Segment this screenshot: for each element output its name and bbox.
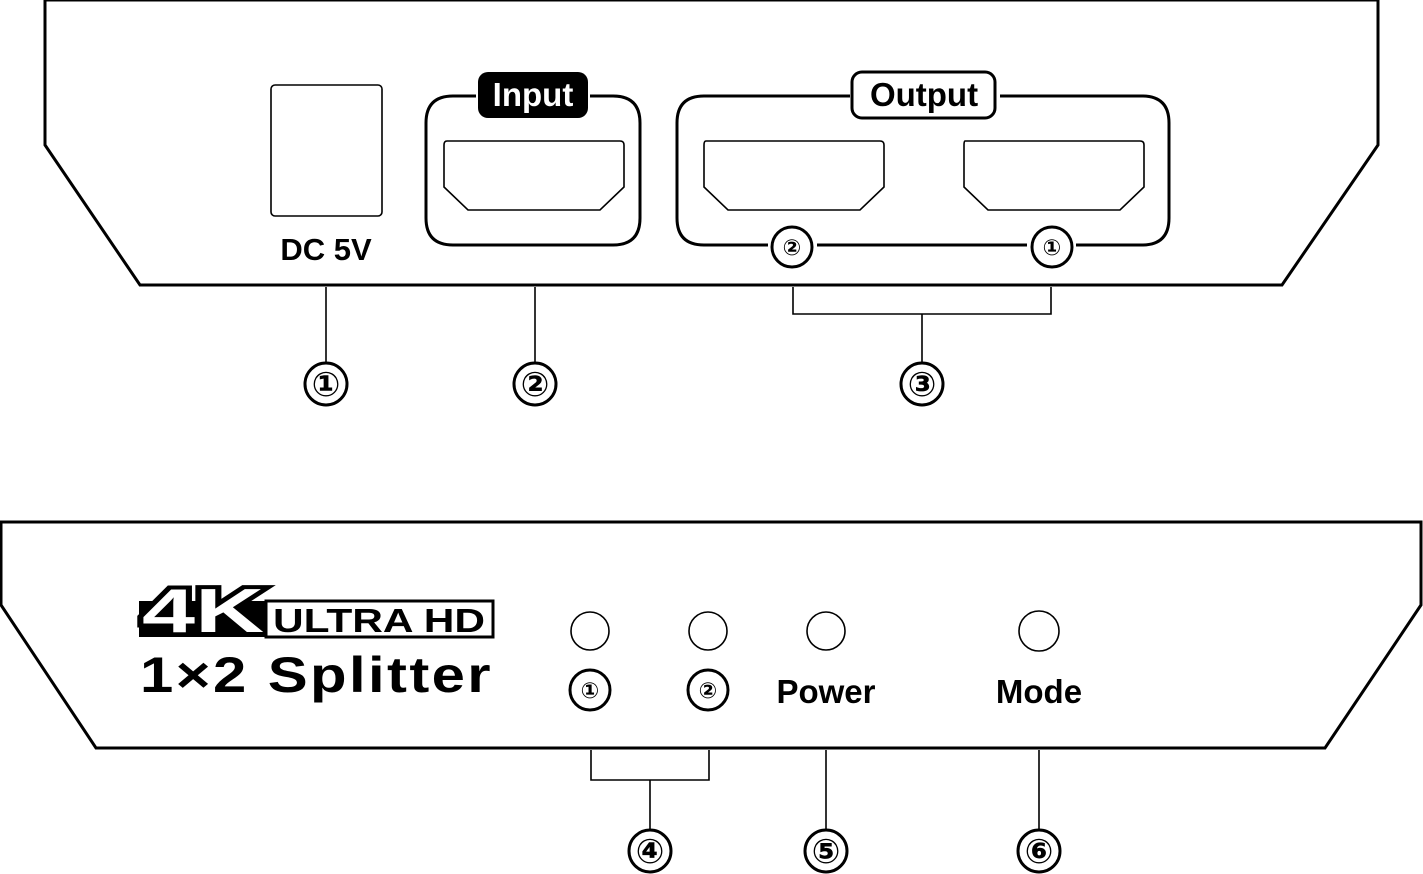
dc-power-jack: [270, 84, 383, 217]
mode-label: Mode: [996, 673, 1082, 710]
output-hdmi-port-2: [703, 140, 885, 211]
input-group-frame: [424, 94, 642, 247]
rear-callouts: ① ② ③: [303, 361, 945, 407]
callout-4: ④: [636, 833, 665, 871]
input-tag-background: [478, 72, 588, 118]
front-leaders: [590, 750, 1040, 830]
callout-1: ①: [312, 366, 341, 404]
callout-1-circle: [303, 361, 349, 407]
led-2-label: ②: [699, 678, 718, 703]
dc-power-label: DC 5V: [280, 232, 372, 267]
callout-2-circle: [512, 361, 558, 407]
logo-ultra-hd: ULTRA HD: [273, 602, 485, 639]
callout-3-circle: [899, 361, 945, 407]
output-port-2-number: ②: [783, 235, 802, 260]
led-1-label: ①: [581, 678, 600, 703]
4k-ultra-hd-logo: 4K ULTRA HD: [138, 573, 495, 650]
logo-4k: 4K: [142, 577, 264, 646]
callout-4-circle: [627, 828, 673, 874]
output-hdmi-port-1: [963, 140, 1145, 211]
led-1-label-badge: [568, 668, 612, 712]
mode-button: [1018, 610, 1060, 652]
callout-5: ⑤: [812, 833, 841, 871]
output-port-1-number: ①: [1043, 235, 1062, 260]
led-2-label-badge: [686, 668, 730, 712]
led-power: [806, 611, 846, 651]
front-panel: 4K ULTRA HD 1×2 Splitter ① ② Power Mode: [0, 520, 1423, 750]
callout-6: ⑥: [1025, 833, 1054, 871]
input-tag: Input: [493, 76, 574, 113]
ultra-hd-box: [264, 599, 495, 639]
input-hdmi-port: [443, 140, 625, 211]
output-port-2-badge: [770, 225, 814, 269]
callout-6-circle: [1016, 828, 1062, 874]
leader-4-bracket: [590, 750, 710, 830]
logo-model: 1×2 Splitter: [140, 647, 493, 703]
rear-panel-outline: [43, 0, 1380, 287]
4k-logo-bar: [139, 601, 268, 637]
front-panel-outline: [0, 520, 1423, 750]
led-output-1: [570, 611, 610, 651]
rear-leaders: [325, 287, 1052, 362]
output-tag-background: [850, 70, 997, 120]
led-output-2: [688, 611, 728, 651]
rear-panel: DC 5V Input Output ② ①: [43, 0, 1380, 287]
front-callouts: ④ ⑤ ⑥: [627, 828, 1062, 874]
output-group-frame: [675, 94, 1171, 247]
callout-2: ②: [521, 366, 550, 404]
leader-3-bracket: [792, 287, 1052, 362]
callout-3: ③: [908, 366, 937, 404]
power-label: Power: [776, 673, 875, 710]
output-port-1-badge: [1030, 225, 1074, 269]
callout-5-circle: [803, 828, 849, 874]
output-tag: Output: [870, 76, 978, 113]
